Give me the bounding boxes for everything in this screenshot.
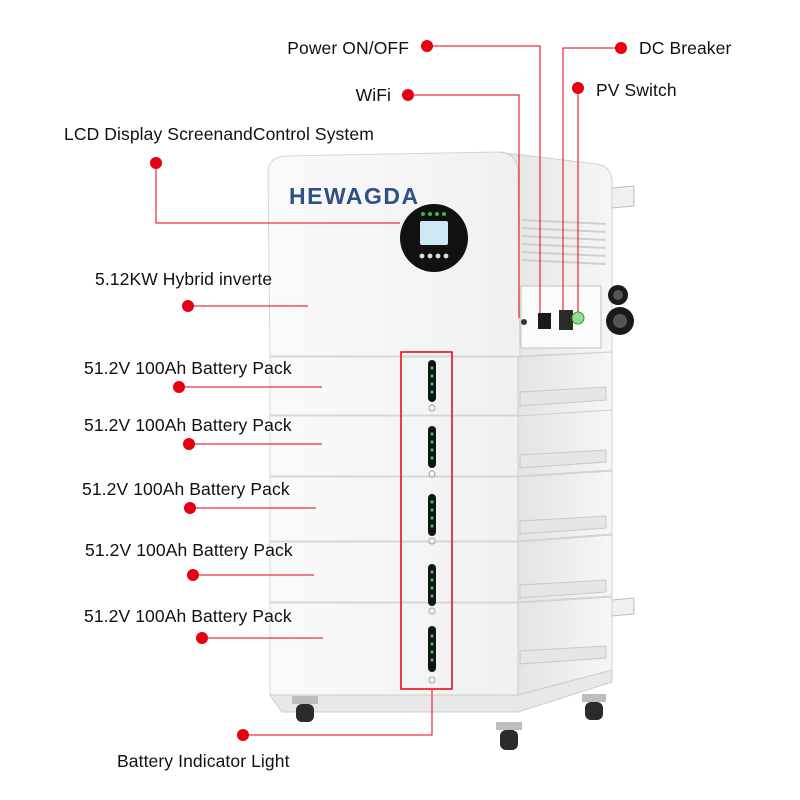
side-vents (521, 219, 607, 265)
dot-pv (572, 82, 584, 94)
dot-bat1 (173, 381, 185, 393)
label-dc-breaker: DC Breaker (639, 38, 732, 58)
control-button-2[interactable] (427, 253, 433, 259)
wifi-port (521, 319, 527, 325)
casters (292, 694, 606, 750)
indicator-strip-3 (428, 494, 436, 536)
label-battery-pack-4: 51.2V 100Ah Battery Pack (85, 540, 293, 560)
label-battery-indicator: Battery Indicator Light (117, 751, 290, 771)
side-handles (519, 386, 607, 665)
leader-dots (150, 40, 627, 741)
indicator-strip-5 (428, 626, 436, 672)
dot-inverter (182, 300, 194, 312)
battery-pack-front-1 (269, 356, 519, 416)
label-power-on-off: Power ON/OFF (287, 38, 409, 58)
dot-bat4 (187, 569, 199, 581)
panel-switches (521, 285, 634, 335)
pv-switch[interactable] (571, 311, 585, 325)
dot-wifi (402, 89, 414, 101)
status-led-2 (428, 212, 432, 216)
mount-bracket-top (611, 185, 635, 209)
indicator-leds (430, 366, 434, 662)
label-battery-pack-3: 51.2V 100Ah Battery Pack (82, 479, 290, 499)
dot-bat2 (183, 438, 195, 450)
leader-lcd (155, 163, 400, 224)
status-led-4 (442, 212, 446, 216)
leader-power (427, 45, 541, 314)
label-battery-pack-2: 51.2V 100Ah Battery Pack (84, 415, 292, 435)
label-pv-switch: PV Switch (596, 80, 677, 100)
dot-indicator (237, 729, 249, 741)
dot-bat5 (196, 632, 208, 644)
indicator-highlight-box (400, 351, 453, 690)
label-lcd-display: LCD Display ScreenandControl System (64, 124, 374, 144)
battery-pack-front-4 (269, 541, 519, 603)
battery-indicators (400, 351, 453, 690)
label-battery-pack-1: 51.2V 100Ah Battery Pack (84, 358, 292, 378)
battery-pack-front-5 (269, 602, 519, 696)
indicator-strip-1 (428, 360, 436, 402)
dc-breaker-switch[interactable] (559, 310, 573, 330)
leader-lines (155, 45, 621, 736)
cabinet-base (269, 669, 613, 713)
control-button-4[interactable] (443, 253, 449, 259)
leader-indicator (243, 690, 433, 736)
dot-power (421, 40, 433, 52)
control-button-3[interactable] (435, 253, 441, 259)
leader-dc-breaker (562, 47, 621, 311)
leader-wifi (408, 94, 520, 318)
battery-pack-front-2 (269, 415, 519, 477)
indicator-strip-4 (428, 564, 436, 606)
battery-pack-front-3 (269, 476, 519, 542)
status-led-3 (435, 212, 439, 216)
label-wifi: WiFi (355, 85, 391, 105)
indicator-strip-2 (428, 426, 436, 468)
brand-logo: HEWAGDA (289, 183, 420, 209)
label-hybrid-inverter: 5.12KW Hybrid inverte (95, 269, 273, 289)
status-led-1 (421, 212, 425, 216)
battery-pack-side-1 (517, 351, 613, 417)
dot-bat3 (184, 502, 196, 514)
lcd-screen (420, 221, 448, 245)
dot-dc-breaker (615, 42, 627, 54)
power-switch[interactable] (538, 313, 551, 329)
lcd-control-unit (400, 204, 468, 272)
label-battery-pack-5: 51.2V 100Ah Battery Pack (84, 606, 292, 626)
dot-lcd (150, 157, 162, 169)
mount-bracket-bottom (611, 597, 635, 617)
control-button-1[interactable] (419, 253, 425, 259)
indicator-buttons (428, 404, 436, 684)
socket-top-inner (613, 290, 623, 300)
cabinet (267, 151, 635, 750)
socket-bottom-inner (613, 314, 627, 328)
